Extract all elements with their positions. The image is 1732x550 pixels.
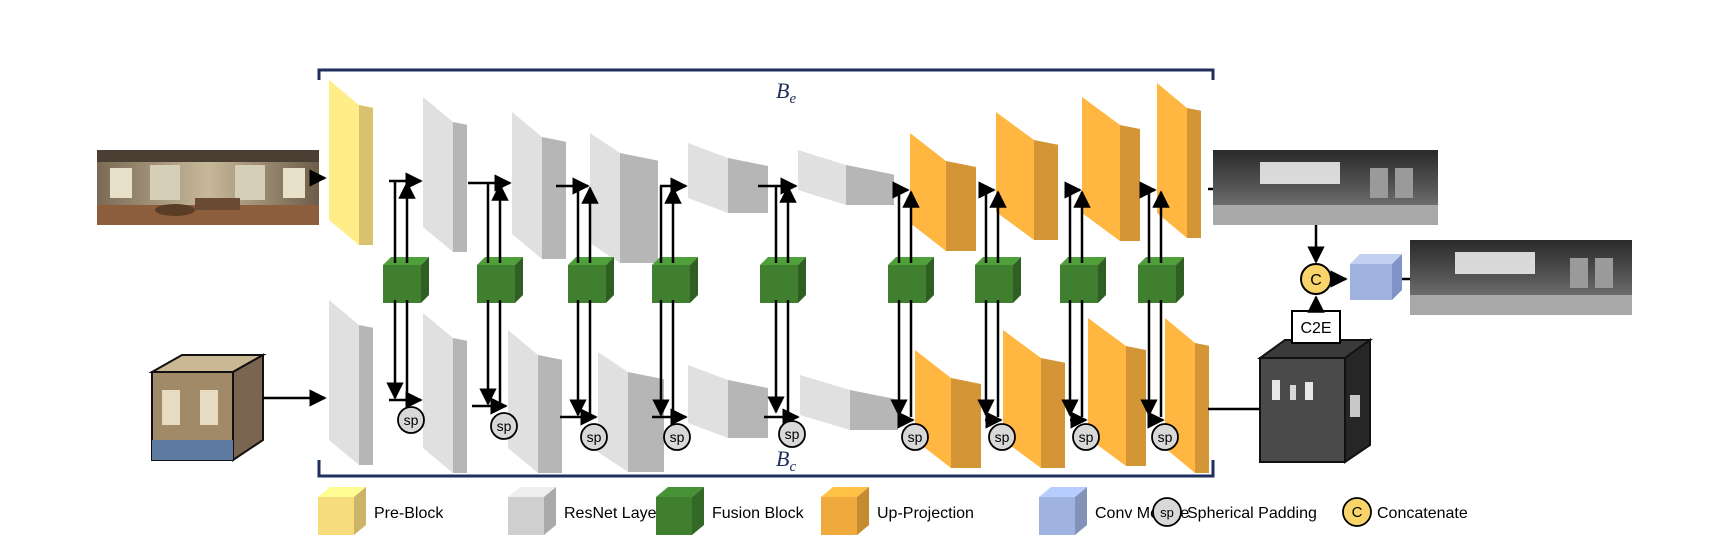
legend-label: Concatenate — [1377, 505, 1468, 522]
up-projection-cubemap-2 — [1003, 330, 1065, 468]
fusion-block-9 — [1138, 257, 1184, 303]
concatenate-node: C — [1300, 263, 1332, 295]
resnet-layer-cubemap-5 — [800, 375, 898, 430]
conv-module-block — [1350, 254, 1402, 300]
legend-swatch — [821, 487, 869, 535]
legend-item: Pre-Block — [318, 487, 444, 535]
concatenate-symbol: C — [1310, 272, 1322, 289]
up-projection-equirect-4 — [1157, 83, 1201, 238]
spherical-padding-symbol: sp — [908, 429, 923, 445]
resnet-layer-equirect-2 — [512, 112, 566, 259]
spherical-padding-icon — [1152, 497, 1182, 527]
legend-symbol: sp — [1160, 505, 1174, 520]
fusion-block-4 — [652, 257, 698, 303]
resnet-layer-equirect-1 — [423, 97, 467, 252]
spherical-padding-symbol: sp — [1158, 429, 1173, 445]
spherical-padding-node: sp — [901, 423, 929, 451]
fusion-block-5 — [760, 257, 806, 303]
spherical-padding-symbol: sp — [404, 412, 419, 428]
spherical-padding-symbol: sp — [670, 429, 685, 445]
spherical-padding-node: sp — [490, 412, 518, 440]
c2e-box: C2E — [1291, 310, 1341, 344]
spherical-padding-symbol: sp — [995, 429, 1010, 445]
legend-swatch — [656, 487, 704, 535]
fusion-block-7 — [975, 257, 1021, 303]
resnet-layer-cubemap-1 — [423, 313, 467, 473]
legend-label: Pre-Block — [374, 505, 444, 522]
fusion-block-6 — [888, 257, 934, 303]
legend-item: Up-Projection — [821, 487, 974, 535]
legend-item: sp Spherical Padding — [1152, 497, 1317, 527]
equirectangular-depth-output — [1213, 150, 1438, 225]
spherical-padding-node: sp — [397, 406, 425, 434]
up-projection-equirect-3 — [1082, 97, 1140, 241]
spherical-padding-node: sp — [1151, 423, 1179, 451]
resnet-layer-equirect-5 — [798, 150, 894, 205]
spherical-padding-symbol: sp — [785, 426, 800, 442]
legend-swatch — [318, 487, 366, 535]
legend-item: C Concatenate — [1342, 497, 1468, 527]
legend-label: Up-Projection — [877, 505, 974, 522]
encoder-equirect-bracket: Be — [317, 68, 1215, 107]
legend: Pre-Block ResNet Layer Fusion Block Up-Proj… — [318, 487, 1468, 535]
spherical-padding-node: sp — [778, 420, 806, 448]
legend-swatch — [508, 487, 556, 535]
up-projection-cubemap-1 — [915, 350, 981, 468]
concatenate-icon — [1342, 497, 1372, 527]
cubemap-input-image — [148, 353, 267, 462]
spherical-padding-symbol: sp — [497, 418, 512, 434]
fusion-block-8 — [1060, 257, 1106, 303]
spherical-padding-symbol: sp — [587, 429, 602, 445]
spherical-padding-node: sp — [988, 423, 1016, 451]
legend-label: Spherical Padding — [1187, 505, 1317, 522]
pre-block-equirect — [329, 80, 373, 245]
branch-label-equirect: Be — [776, 78, 796, 107]
legend-symbol: C — [1352, 504, 1363, 521]
fusion-block-1 — [383, 257, 429, 303]
encoder-cubemap-bracket: Bc — [317, 446, 1215, 478]
final-depth-output — [1410, 240, 1632, 315]
legend-label: ResNet Layer — [564, 505, 662, 522]
resnet-layer-cubemap-2 — [508, 330, 562, 473]
up-projection-equirect-2 — [996, 112, 1058, 240]
legend-item: Fusion Block — [656, 487, 805, 535]
resnet-layer-cubemap-4 — [688, 365, 768, 438]
fusion-block-2 — [477, 257, 523, 303]
resnet-layer-equirect-4 — [688, 143, 768, 213]
c2e-label: C2E — [1300, 320, 1331, 337]
up-projection-equirect-1 — [910, 133, 976, 251]
up-projection-cubemap-4 — [1165, 318, 1209, 473]
equirectangular-input-image — [97, 150, 319, 225]
pre-block-cubemap — [329, 300, 373, 465]
cubemap-depth-output — [1256, 338, 1374, 464]
legend-swatch — [1039, 487, 1087, 535]
resnet-layer-cubemap-3 — [598, 352, 664, 472]
spherical-padding-node: sp — [580, 423, 608, 451]
spherical-padding-node: sp — [663, 423, 691, 451]
legend-item: ResNet Layer — [508, 487, 662, 535]
spherical-padding-node: sp — [1072, 423, 1100, 451]
spherical-padding-symbol: sp — [1079, 429, 1094, 445]
branch-label-cubemap: Bc — [776, 446, 796, 475]
legend-label: Fusion Block — [712, 505, 805, 522]
up-projection-cubemap-3 — [1088, 318, 1146, 466]
fusion-block-3 — [568, 257, 614, 303]
resnet-layer-equirect-3 — [590, 133, 658, 263]
